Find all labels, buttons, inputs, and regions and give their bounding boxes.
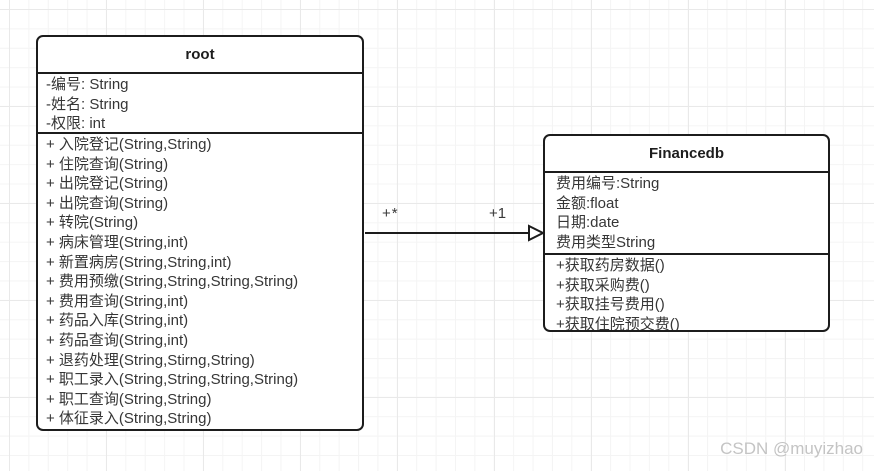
- class-attributes-root: -编号: String -姓名: String -权限: int: [38, 74, 362, 134]
- method-line: + 入院登记(String,String): [46, 136, 212, 153]
- method-line: + 费用预缴(String,String,String,String): [46, 273, 299, 291]
- attribute-line: 费用编号:String: [556, 175, 660, 192]
- class-title-root: root: [38, 37, 362, 74]
- method-line: +获取采购费(): [556, 276, 650, 294]
- method-line: + 出院登记(String): [46, 175, 169, 193]
- method-line: + 病床管理(String,int): [46, 233, 189, 251]
- method-line: +获取住院预交费(): [556, 315, 680, 330]
- attribute-line: -姓名: String: [46, 95, 129, 113]
- attribute-line: -权限: int: [46, 115, 106, 133]
- method-line: +获取药房数据(): [556, 257, 665, 274]
- method-line: +获取挂号费用(): [556, 296, 665, 314]
- multiplicity-target-label: +1: [489, 205, 507, 222]
- method-line: + 职工查询(String,String): [46, 390, 212, 408]
- method-line: + 退药处理(String,Stirng,String): [46, 351, 255, 369]
- attribute-line: 费用类型String: [556, 233, 656, 251]
- method-line: + 住院查询(String): [46, 155, 169, 173]
- open-triangle-arrowhead-icon: [528, 224, 546, 242]
- attribute-line: -编号: String: [46, 76, 129, 93]
- association-arrow[interactable]: [364, 221, 546, 245]
- csdn-watermark: CSDN @muyizhao: [720, 439, 863, 458]
- class-title-financedb: Financedb: [545, 136, 828, 173]
- method-line: + 职工录入(String,String,String,String): [46, 371, 299, 389]
- method-line: + 体征录入(String,String): [46, 410, 212, 428]
- method-line: + 出院查询(String): [46, 194, 169, 212]
- method-line: + 新置病房(String,String,int): [46, 253, 232, 271]
- class-methods-root: + 入院登记(String,String) + 住院查询(String) + 出院登…: [38, 134, 362, 429]
- class-methods-financedb: +获取药房数据() +获取采购费() +获取挂号费用()+获取住院预交费(): [545, 255, 828, 330]
- uml-class-root[interactable]: root -编号: String -姓名: String -权限: int + 入院…: [36, 35, 364, 431]
- method-line: + 药品入库(String,int): [46, 312, 189, 330]
- attribute-line: 日期:date: [556, 214, 620, 232]
- method-line: + 费用查询(String,int): [46, 292, 189, 310]
- attribute-line: 金额:float: [556, 194, 619, 212]
- method-line: + 药品查询(String,int): [46, 331, 189, 349]
- method-line: + 转院(String): [46, 214, 139, 232]
- multiplicity-source-label: +*: [382, 205, 399, 222]
